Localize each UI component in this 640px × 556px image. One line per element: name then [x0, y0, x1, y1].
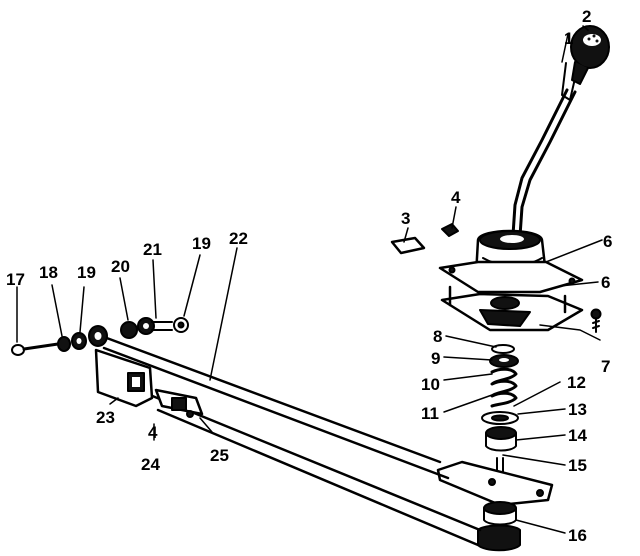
callout-10: 10	[421, 375, 440, 394]
callout-labels: 1 2 3 4 6 6 7 8 9 10 11 12 13 14 15 16 1…	[6, 7, 612, 545]
callout-24: 24	[141, 455, 160, 474]
shift-rod-lower	[148, 393, 482, 547]
callout-13: 13	[568, 400, 587, 419]
callout-19-right: 19	[192, 234, 211, 253]
spring	[490, 367, 518, 408]
leader-lines	[16, 25, 603, 534]
callout-4-upper: 4	[451, 188, 461, 207]
pad-part	[390, 236, 426, 255]
bolt	[590, 308, 602, 333]
callout-6-lower: 6	[601, 273, 610, 292]
top-plate	[438, 260, 584, 294]
callout-1: 1	[564, 29, 573, 48]
rod-end-eye	[88, 325, 108, 347]
snap-ring	[491, 344, 515, 354]
nut-assembly	[477, 501, 521, 552]
callout-8: 8	[433, 327, 442, 346]
callout-11: 11	[421, 404, 439, 423]
shift-lever	[511, 62, 577, 238]
callout-7: 7	[601, 357, 610, 376]
bracket-plate	[440, 285, 584, 332]
callout-4-lower: 4	[148, 423, 158, 442]
washer-left	[57, 332, 87, 352]
pivot-plate	[436, 460, 554, 507]
callout-14: 14	[568, 426, 587, 445]
clip-part	[441, 223, 459, 237]
callout-22: 22	[229, 229, 248, 248]
callout-16: 16	[568, 526, 587, 545]
callout-25: 25	[210, 446, 229, 465]
callout-2: 2	[582, 7, 591, 26]
callout-18: 18	[39, 263, 58, 282]
callout-3: 3	[401, 209, 410, 228]
washer-upper	[489, 354, 519, 368]
callout-19-left: 19	[77, 263, 96, 282]
callout-6-upper: 6	[603, 232, 612, 251]
rod-clamp	[154, 388, 204, 418]
callout-15: 15	[568, 456, 587, 475]
callout-20: 20	[111, 257, 130, 276]
callout-9: 9	[431, 349, 440, 368]
callout-17: 17	[6, 270, 25, 289]
shift-rod-upper	[94, 332, 450, 480]
callout-23: 23	[96, 408, 115, 427]
rod-bracket	[94, 348, 154, 408]
bushing	[485, 426, 517, 452]
callout-21: 21	[143, 240, 162, 259]
callout-12: 12	[567, 373, 586, 392]
bush-left	[120, 317, 155, 339]
bolt-left	[11, 342, 60, 356]
washer-lower	[481, 411, 519, 425]
shift-knob	[570, 25, 610, 85]
pin-left	[151, 317, 189, 333]
